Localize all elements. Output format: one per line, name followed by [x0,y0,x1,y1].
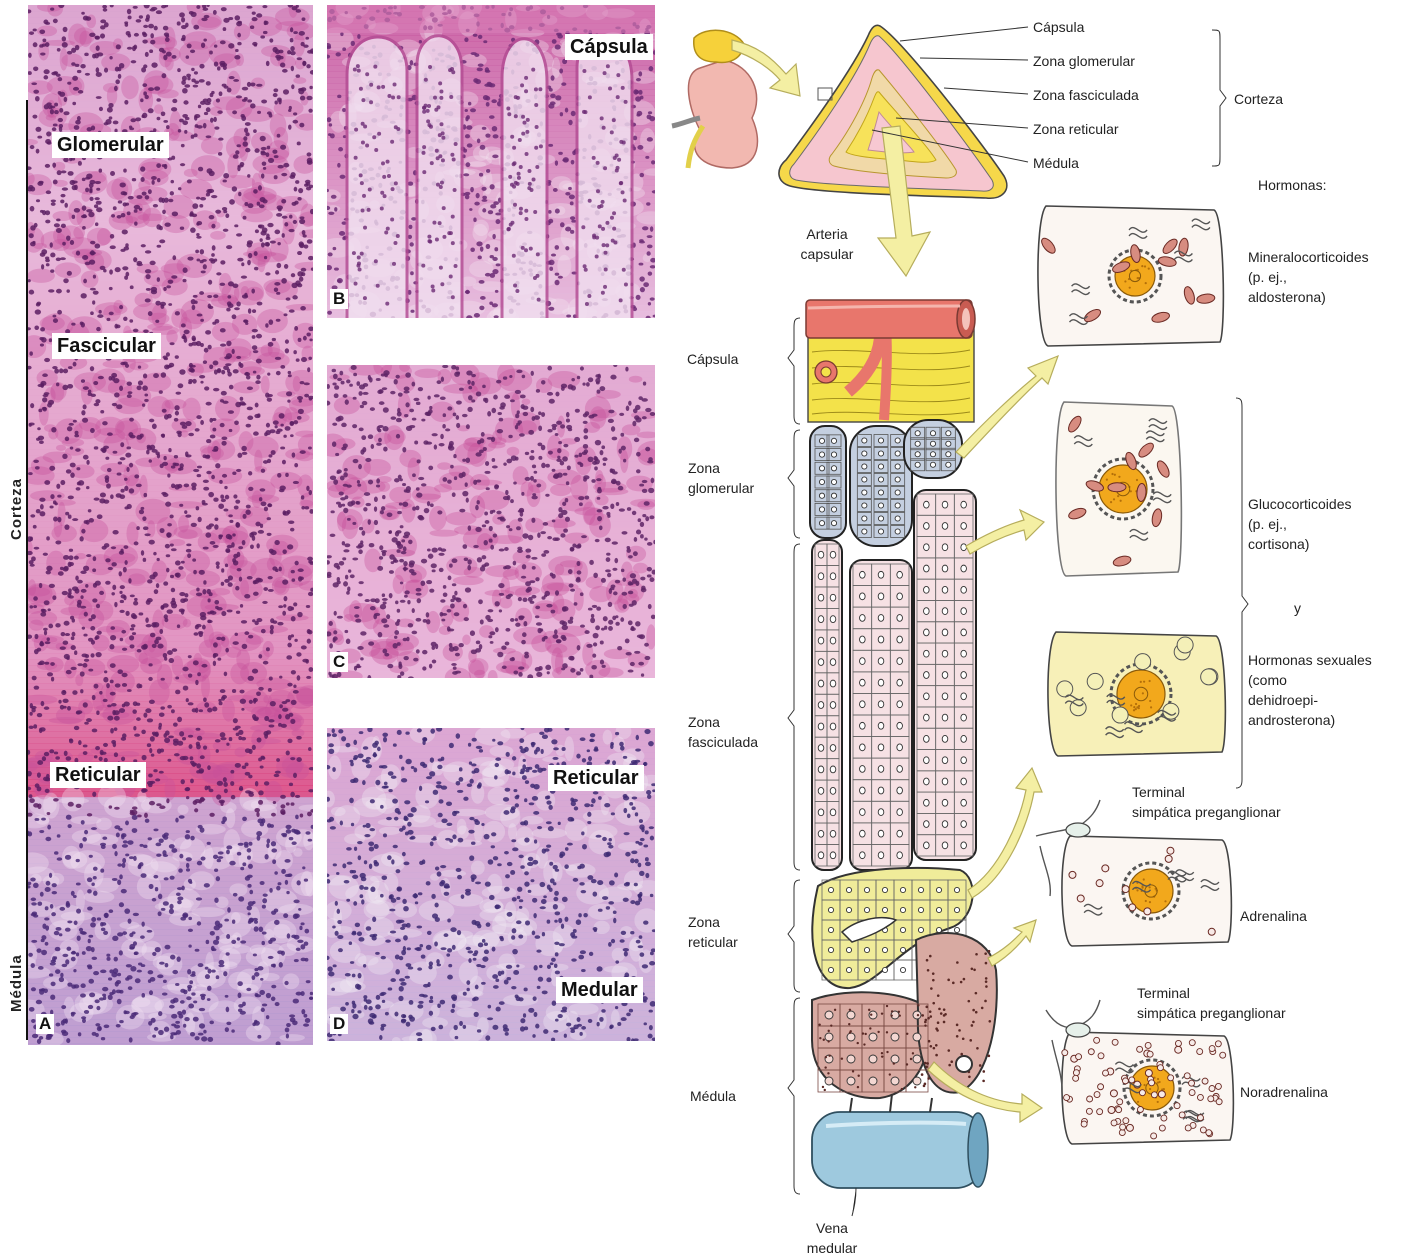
label-corteza-bracket: Corteza [1234,89,1283,109]
label-vena-medular: Vena medular [802,1218,862,1258]
label-mineralocorticoides: Mineralocorticoides (p. ej., aldosterona… [1248,247,1369,307]
cell-column [806,300,997,1216]
label-hormonas-sexuales: Hormonas sexuales (como dehidroepi- andr… [1248,650,1372,730]
label-noradrenalina: Noradrenalina [1240,1082,1328,1102]
label-zone-glomerular: Zona glomerular [688,458,754,498]
label-zone-medula: Médula [690,1086,736,1106]
label-hormonas-heading: Hormonas: [1258,175,1326,195]
label-arteria-capsular: Arteria capsular [787,224,867,264]
label-gland-capsula: Cápsula [1033,17,1084,37]
label-glucocorticoides: Glucocorticoides (p. ej., cortisona) [1248,494,1352,554]
label-terminal-2: Terminal simpática preganglionar [1137,983,1286,1023]
label-gland-zona-glomerular: Zona glomerular [1033,51,1135,71]
label-zone-capsula: Cápsula [687,349,738,369]
label-zone-fasciculada: Zona fasciculada [688,712,758,752]
label-terminal-1: Terminal simpática preganglionar [1132,782,1281,822]
label-gland-zona-reticular: Zona reticular [1033,119,1119,139]
label-zone-reticular: Zona reticular [688,912,738,952]
label-y: y [1294,598,1301,618]
label-adrenalina: Adrenalina [1240,906,1307,926]
label-gland-medula: Médula [1033,153,1079,173]
label-gland-zona-fasciculada: Zona fasciculada [1033,85,1139,105]
